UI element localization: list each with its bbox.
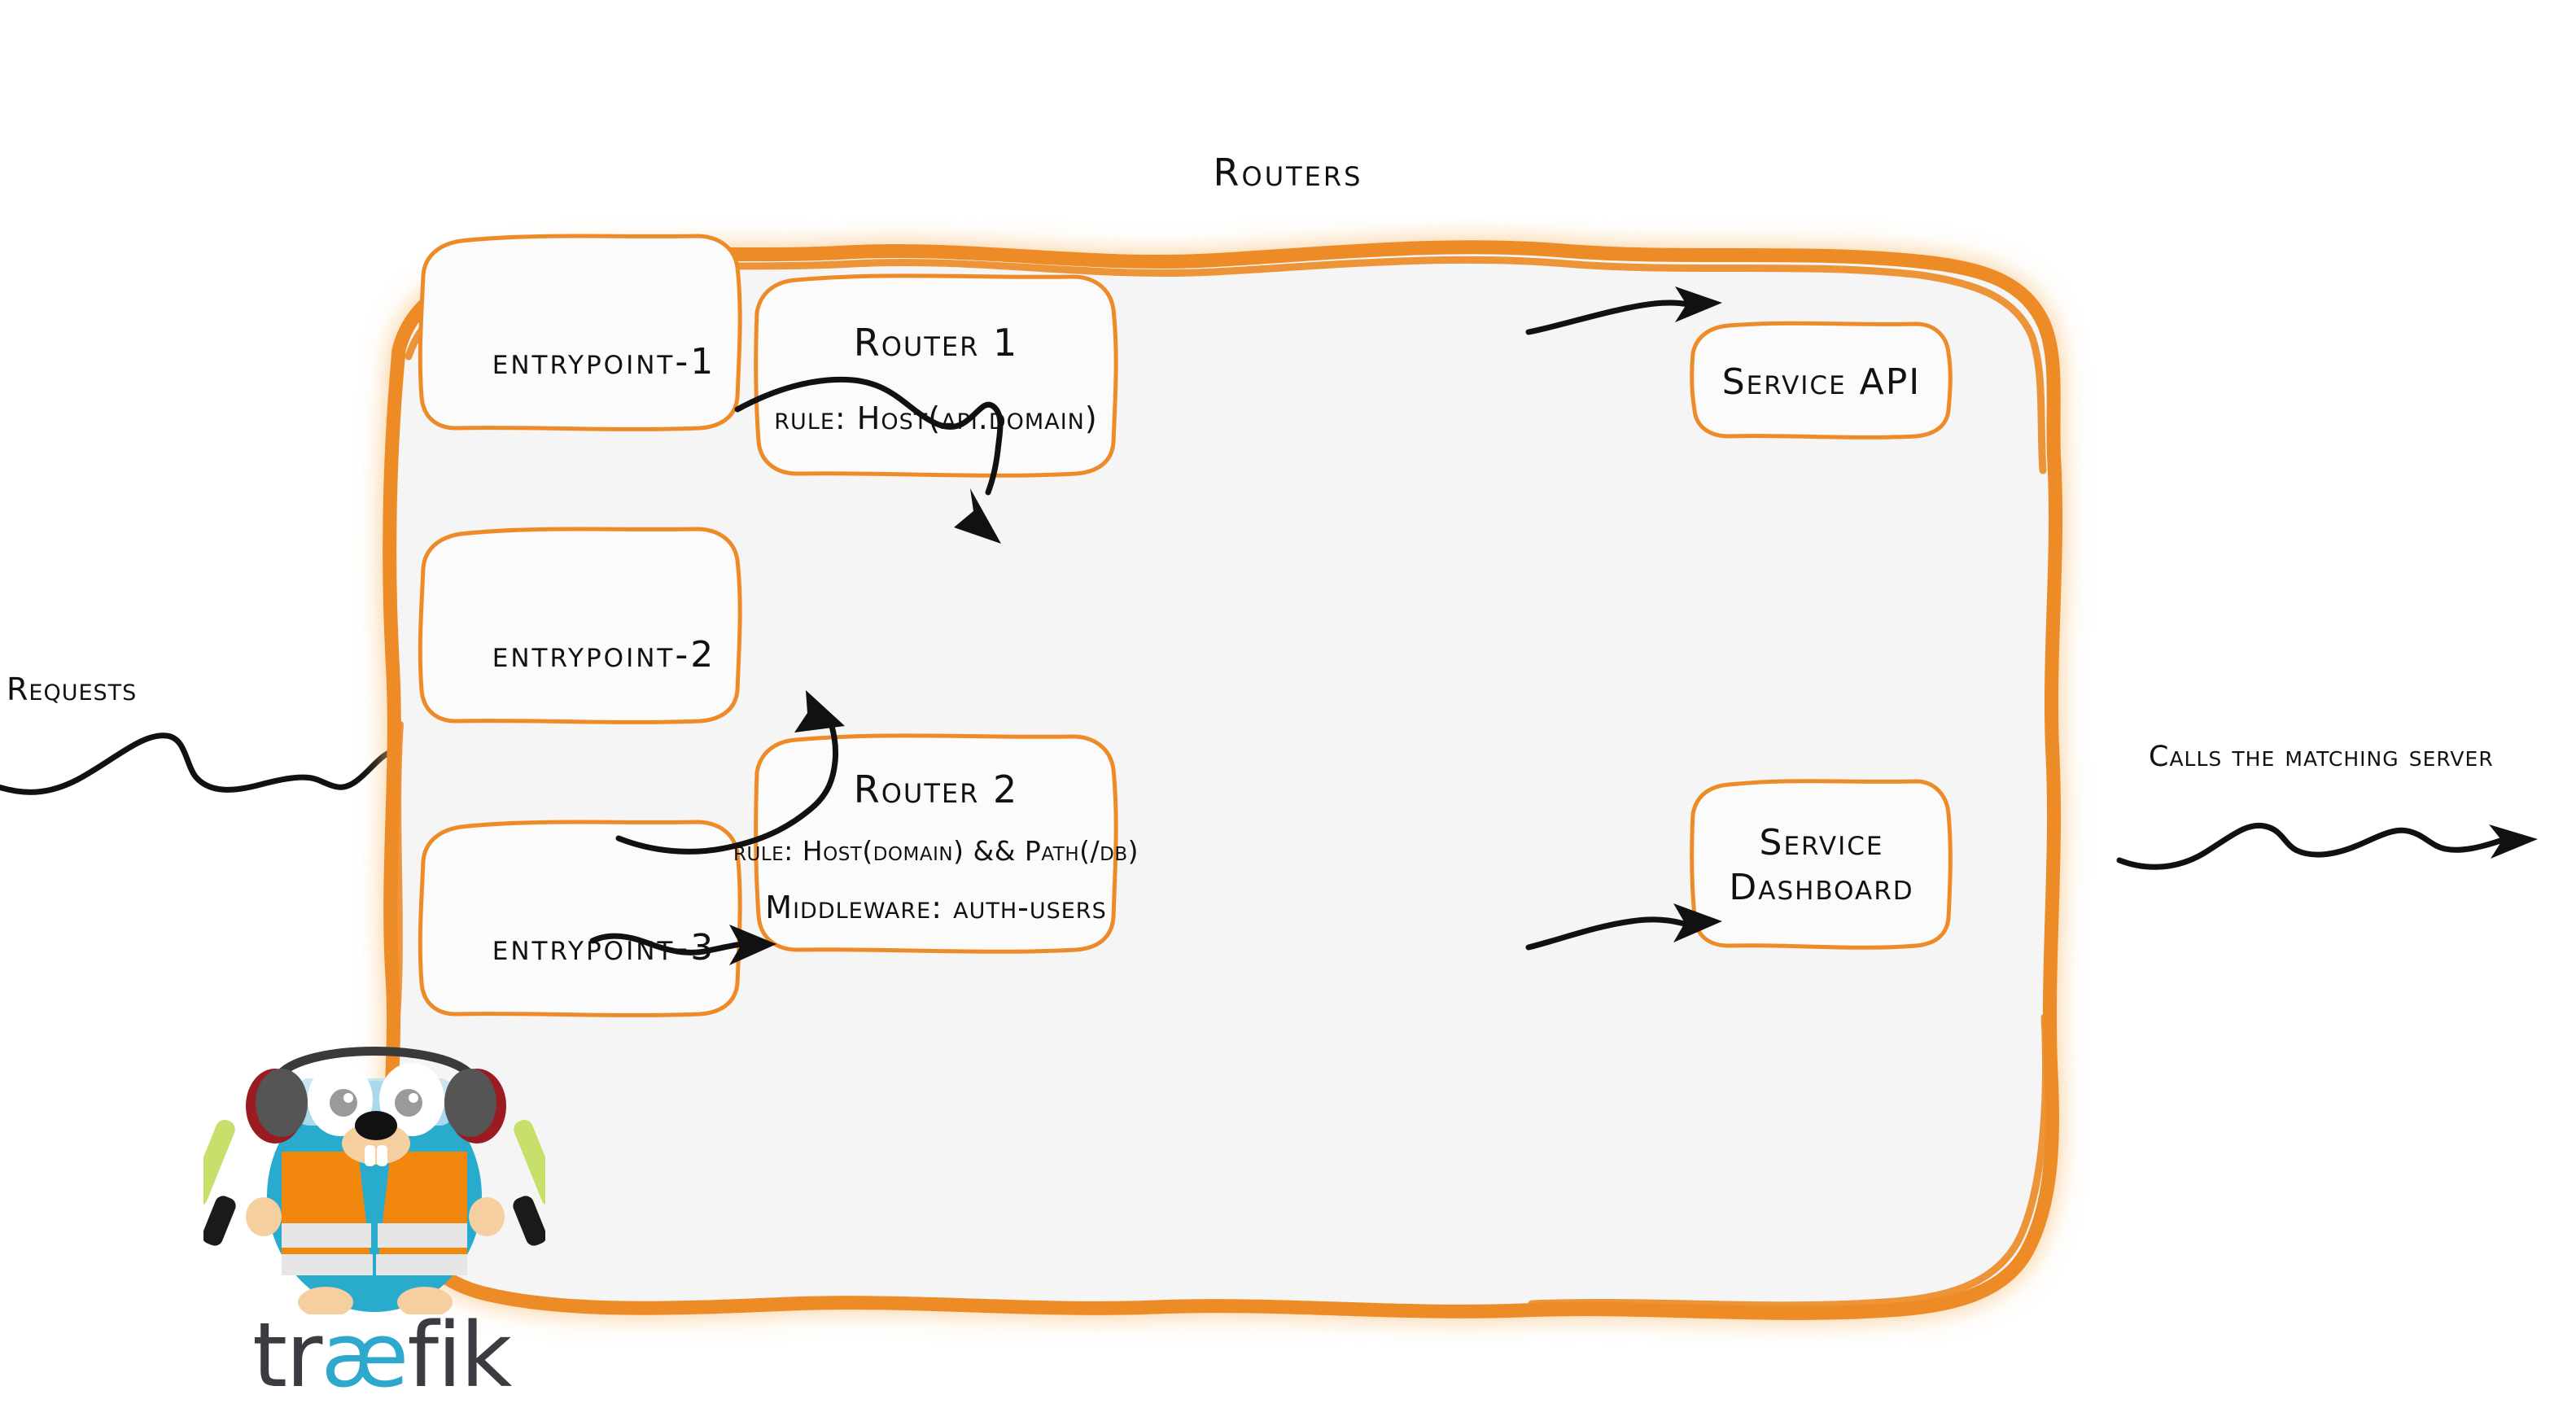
gopher-nose: [355, 1111, 397, 1140]
service-box-api: [1690, 321, 1953, 439]
entrypoint-box-1: [418, 234, 742, 431]
wordmark-part-1: tr: [252, 1303, 322, 1407]
traefik-gopher-mascot-icon: [188, 1047, 561, 1318]
arrow-router2-to-service-dashboard: [1525, 903, 1722, 951]
gopher-hand-right: [469, 1197, 505, 1236]
arrow-router1-to-service-api: [1525, 286, 1722, 335]
arrow-entrypoint3-to-router2: [589, 925, 776, 965]
arrow-entrypoint1-to-router1: [734, 376, 1004, 544]
routers-container: entrypoint-1 entrypoint-2 entrypoint-3 R…: [350, 220, 2141, 1343]
calls-wavy-arrow-icon: [2116, 822, 2538, 870]
gopher-tooth-right: [377, 1145, 387, 1166]
gopher-tooth-left: [365, 1145, 375, 1166]
entrypoint-box-3: [418, 820, 742, 1017]
page-title: Routers: [1213, 151, 1363, 195]
gopher-ear-protectors: [246, 1047, 506, 1143]
calls-the-matching-server-label: Calls the matching server: [2149, 741, 2494, 773]
entrypoint-box-2: [418, 527, 742, 724]
gopher-hand-left: [246, 1197, 282, 1236]
requests-label: Requests: [7, 671, 138, 707]
router-box-2: [754, 733, 1118, 954]
arrow-entrypoint2-to-router1: [615, 690, 845, 855]
wordmark-ae-ligature: æ: [321, 1303, 409, 1407]
gopher-wand-left: [188, 1119, 236, 1246]
gopher-safety-vest: [282, 1152, 467, 1275]
routers-container-sketch: [383, 234, 2063, 1320]
traefik-wordmark: træfik: [252, 1310, 512, 1400]
traefik-logo: træfik: [188, 1021, 561, 1408]
router-box-1: [754, 273, 1118, 478]
wordmark-part-2: fik: [407, 1303, 512, 1407]
gopher-foot-right: [397, 1287, 453, 1318]
service-box-dashboard: [1690, 779, 1953, 950]
gopher-foot-left: [298, 1287, 353, 1318]
gopher-wand-right: [513, 1119, 561, 1246]
